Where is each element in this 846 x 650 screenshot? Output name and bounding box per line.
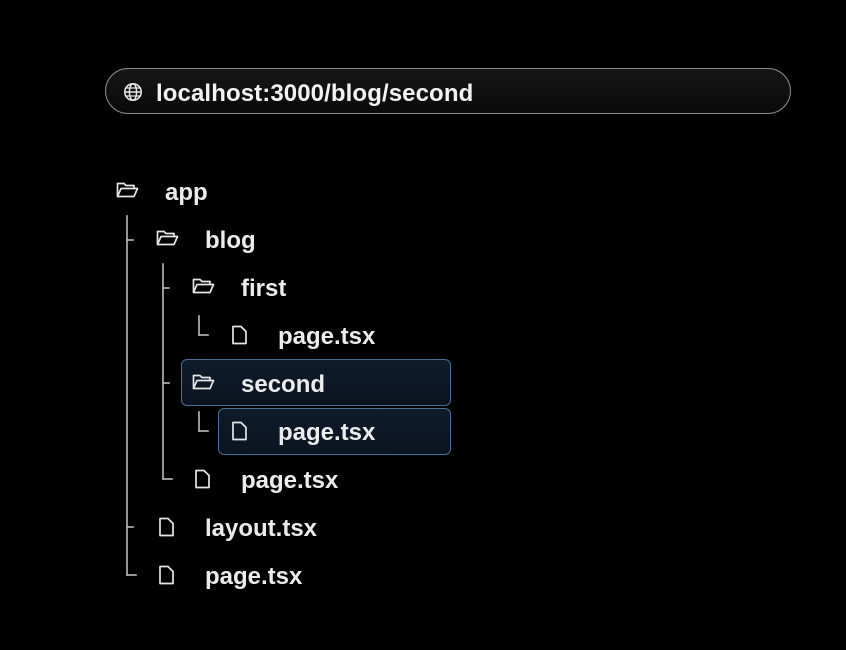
tree-node-blog[interactable]: blog	[153, 218, 353, 262]
folder-open-icon	[192, 278, 215, 294]
tree-label-second: second	[241, 371, 326, 398]
tree-label-app-page: page.tsx	[205, 563, 303, 590]
tree-label-second-page: page.tsx	[278, 419, 376, 446]
folder-open-icon	[156, 230, 179, 246]
tree-node-second[interactable]: second	[189, 362, 389, 406]
file-icon	[232, 325, 247, 345]
file-icon	[195, 469, 210, 489]
globe-icon	[124, 83, 142, 101]
tree-node-first-page[interactable]: page.tsx	[226, 314, 426, 358]
tree-label-blog: blog	[205, 227, 256, 254]
tree-label-blog-page: page.tsx	[241, 467, 339, 494]
tree-node-layout[interactable]: layout.tsx	[153, 506, 353, 550]
highlight-second-folder	[181, 359, 451, 406]
tree-node-blog-page[interactable]: page.tsx	[189, 458, 389, 502]
tree-label-layout: layout.tsx	[205, 515, 318, 542]
url-text: localhost:3000/blog/second	[156, 80, 474, 107]
highlight-second-page-file	[218, 408, 451, 455]
folder-open-icon	[116, 182, 139, 198]
tree-node-first[interactable]: first	[189, 266, 389, 310]
file-icon	[232, 421, 247, 441]
file-icon	[159, 565, 174, 585]
tree-label-first: first	[241, 275, 287, 302]
file-icon	[159, 517, 174, 537]
tree-node-app[interactable]: app	[114, 170, 314, 214]
url-bar[interactable]: localhost:3000/blog/second	[105, 68, 791, 114]
tree-label-first-page: page.tsx	[278, 323, 376, 350]
tree-node-second-page[interactable]: page.tsx	[226, 410, 426, 454]
tree-node-app-page[interactable]: page.tsx	[153, 554, 353, 598]
tree-label-app: app	[165, 179, 208, 206]
folder-open-icon	[192, 374, 215, 390]
